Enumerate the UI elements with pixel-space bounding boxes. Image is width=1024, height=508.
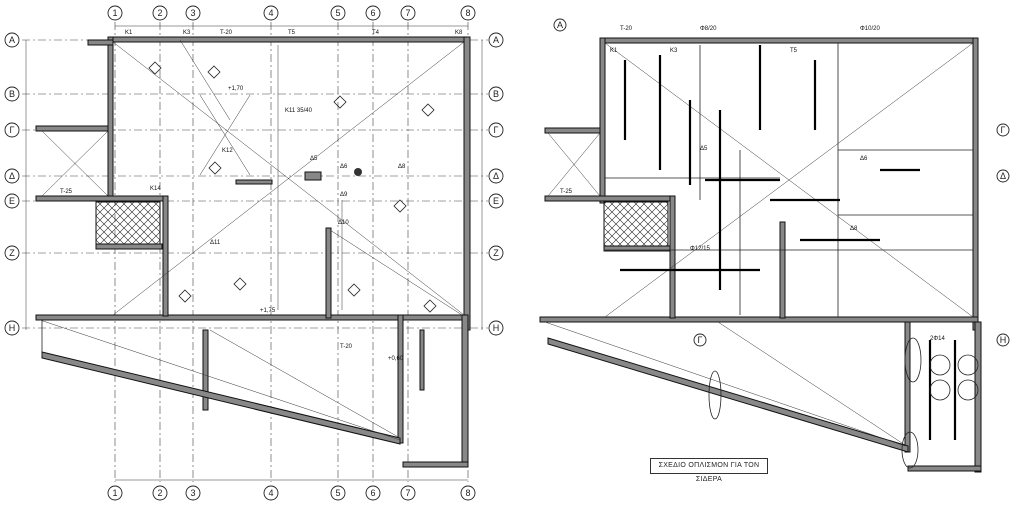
drawing-caption: ΣΧΕΔΙΟ ΟΠΛΙΣΜΟΝ ΓΙΑ ΤΟΝ ΣΙΔΕΡΑ xyxy=(650,458,768,483)
axis-label: 3 xyxy=(190,488,195,498)
label: K14 xyxy=(150,186,161,192)
axis-label: 4 xyxy=(268,8,273,18)
label: +0,60 xyxy=(388,356,404,362)
axis-label: 1 xyxy=(112,8,117,18)
label: T4 xyxy=(372,30,380,36)
axis-label: B xyxy=(9,89,15,99)
label: Φ12/15 xyxy=(690,246,710,252)
label: +1,75 xyxy=(260,308,276,314)
axis-label: 4 xyxy=(268,488,273,498)
axis-label: 6 xyxy=(370,8,375,18)
label: Δ6 xyxy=(340,164,348,170)
axis-label: 5 xyxy=(335,8,340,18)
label: 2Φ14 xyxy=(930,336,945,342)
label: T-20 xyxy=(220,30,233,36)
axis-label: 7 xyxy=(405,488,410,498)
label: K12 xyxy=(222,148,233,154)
label: T-25 xyxy=(60,189,73,195)
label: K1 xyxy=(125,30,133,36)
label: Φ10/20 xyxy=(860,26,880,32)
axis-label: H xyxy=(493,323,500,333)
label: K1 xyxy=(610,48,618,54)
axis-label: 7 xyxy=(405,8,410,18)
axis-label: Γ xyxy=(494,125,499,135)
label: K3 xyxy=(670,48,678,54)
label: T-25 xyxy=(560,189,573,195)
axis-label: Γ xyxy=(1001,125,1006,135)
axis-label: Δ xyxy=(1000,171,1006,181)
axis-label: H xyxy=(9,323,16,333)
axis-label: B xyxy=(493,89,499,99)
label: K3 xyxy=(183,30,191,36)
label: K8 xyxy=(455,30,463,36)
axis-label: 3 xyxy=(190,8,195,18)
label: Δ8 xyxy=(850,226,858,232)
label: Φ8/20 xyxy=(700,26,717,32)
axis-label: Δ xyxy=(9,171,15,181)
axis-label: 2 xyxy=(157,8,162,18)
axis-label: E xyxy=(9,196,15,206)
axis-label: Γ xyxy=(10,125,15,135)
axis-label: Z xyxy=(9,248,15,258)
axis-label: A xyxy=(9,35,15,45)
label: Δ6 xyxy=(860,156,868,162)
row-axis-bubbles-right: A Γ Δ Γ H xyxy=(553,18,1010,347)
label: T5 xyxy=(288,30,296,36)
label: Δ10 xyxy=(338,220,349,226)
axis-label: 8 xyxy=(465,488,470,498)
label: Δ9 xyxy=(340,192,348,198)
column-axis-bubbles-bottom: 1 2 3 4 5 6 7 8 xyxy=(107,485,476,501)
axis-label: 6 xyxy=(370,488,375,498)
label: +1,70 xyxy=(228,86,244,92)
label: Δ8 xyxy=(398,164,406,170)
label: T-20 xyxy=(620,26,633,32)
axis-label: Z xyxy=(493,248,499,258)
axis-label: H xyxy=(1000,335,1007,345)
right-reinforcement-plan: T-20 Φ8/20 Φ10/20 K1 K3 T5 Δ5 Δ6 Δ8 T-25… xyxy=(539,18,1010,473)
label: Δ5 xyxy=(700,146,708,152)
column-axis-bubbles-top: 1 2 3 4 5 6 7 8 xyxy=(107,5,476,21)
axis-label: 5 xyxy=(335,488,340,498)
axis-label: A xyxy=(493,35,499,45)
axis-label: Δ xyxy=(493,171,499,181)
label: T5 xyxy=(790,48,798,54)
axis-label: 8 xyxy=(465,8,470,18)
label: Δ5 xyxy=(310,156,318,162)
slab-markers xyxy=(148,61,437,313)
left-floor-plan: K1 K3 T-20 T5 T4 K8 K11 35/40 K12 K14 Δ5… xyxy=(4,5,504,501)
label: K11 35/40 xyxy=(285,108,313,114)
axis-label: Γ xyxy=(698,335,703,345)
axis-label: 1 xyxy=(112,488,117,498)
label: T-20 xyxy=(340,344,353,350)
axis-label: E xyxy=(493,196,499,206)
row-axis-bubbles: A B Γ Δ E Z H A B Γ Δ E Z H xyxy=(4,32,504,336)
axis-label: A xyxy=(557,20,563,30)
axis-label: 2 xyxy=(157,488,162,498)
label: Δ11 xyxy=(210,240,221,246)
